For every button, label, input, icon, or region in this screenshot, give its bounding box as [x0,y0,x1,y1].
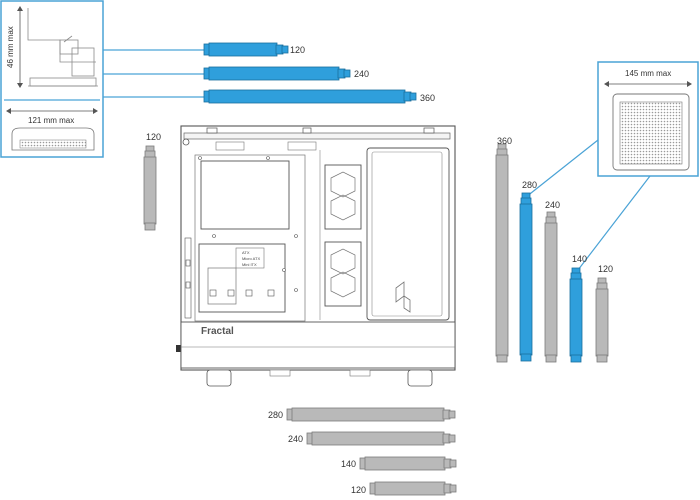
top-radiator-120-end-right [281,45,289,54]
front-radiator-280-body [519,203,533,356]
front-radiator-240-end-bottom [545,354,557,363]
front-radiator-360-body [495,154,509,357]
bottom-radiator-140-body [364,456,446,471]
rear-radiator-label-120: 120 [146,132,162,142]
bottom-radiator-label-280: 280 [268,410,284,420]
front-radiator-120-end-bottom [596,354,608,363]
mb-size-matx: Micro ATX [242,256,261,261]
front-radiator-140-end-bottom [570,354,582,363]
side-clearance-callout [597,61,699,177]
front-radiator-120-body [595,288,609,357]
radiator-layer [143,42,609,496]
case-brand-logo: Fractal [201,326,234,337]
mb-size-itx: Mini ITX [242,262,257,267]
front-radiator-280-end-bottom [520,353,532,362]
front-radiator-240-body [544,222,558,357]
top-clearance-callout [0,0,104,158]
top-radiator-label-360: 360 [420,93,436,103]
bottom-radiator-120-body [374,481,446,496]
front-radiator-label-240: 240 [545,200,561,210]
top-radiator-120-body [208,42,278,57]
bottom-radiator-label-140: 140 [341,459,357,469]
top-radiator-360-end-right [409,92,417,101]
bottom-radiator-label-240: 240 [288,434,304,444]
mb-size-atx: ATX [242,250,250,255]
bottom-radiator-280-body [291,407,445,422]
front-radiator-label-360: 360 [497,136,513,146]
bottom-radiator-280-end-right [448,410,456,419]
front-radiator-140-body [569,278,583,357]
top-radiator-240-end-right [343,69,351,78]
front-radiator-360-end-bottom [496,354,508,363]
front-radiator-label-140: 140 [572,254,588,264]
top-radiator-240-body [208,66,340,81]
motherboard-size-labels: ATX Micro ATX Mini ITX [242,250,260,268]
callout-connectors [103,49,651,271]
bottom-radiator-120-end-right [449,484,457,493]
front-radiator-label-280: 280 [522,180,538,190]
pc-case-drawing [176,125,456,387]
side-width-label: 145 mm max [625,69,672,78]
top-width-label: 121 mm max [28,116,75,125]
bottom-radiator-240-end-right [448,434,456,443]
top-clearance-drawing [27,8,98,87]
top-radiator-label-240: 240 [354,69,370,79]
rear-radiator-120-body [143,156,157,225]
bottom-radiator-240-body [311,431,445,446]
front-radiator-label-120: 120 [598,264,614,274]
bottom-radiator-label-120: 120 [351,485,367,495]
bottom-radiator-140-end-right [449,459,457,468]
top-radiator-360-body [208,89,406,104]
top-radiator-label-120: 120 [290,45,306,55]
rear-radiator-120-end-bottom [144,222,156,231]
top-height-label: 46 mm max [6,26,15,68]
